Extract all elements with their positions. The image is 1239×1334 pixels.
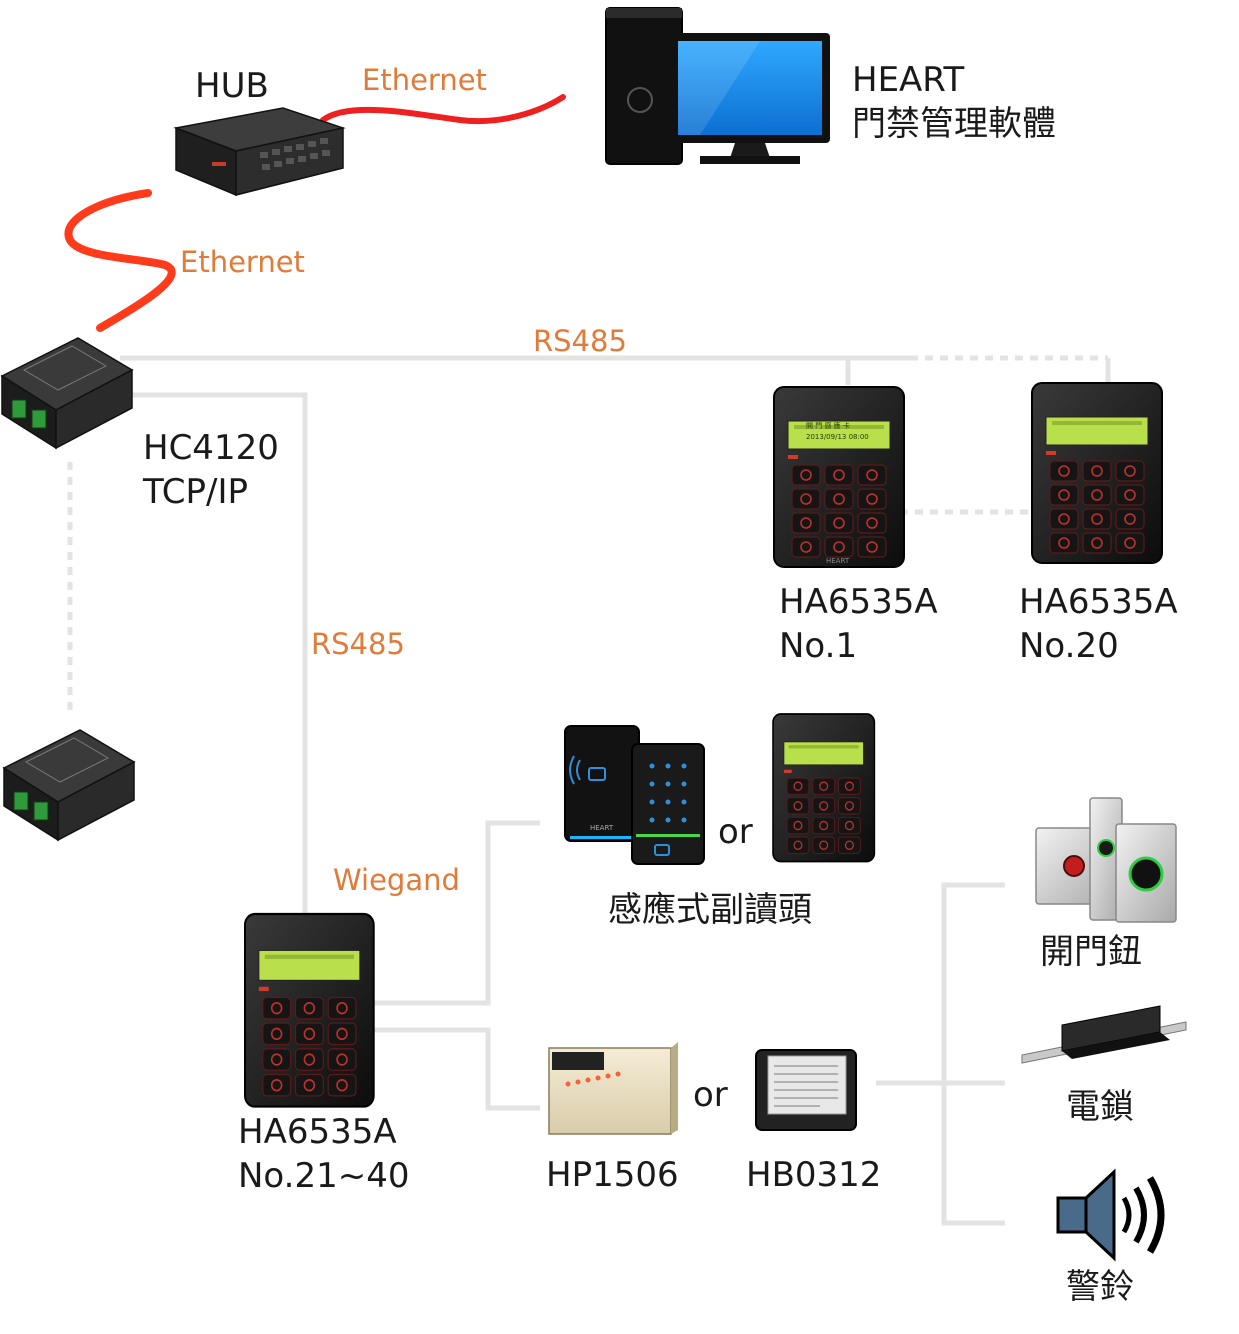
rs485-bus-lines	[120, 355, 1111, 915]
pc-workstation	[605, 7, 830, 165]
sub-reader-keypad	[772, 713, 876, 863]
reader-no1-model: HA6535A	[779, 582, 938, 622]
sub-reader-or: or	[718, 812, 753, 852]
reader-main-model: HA6535A	[238, 1112, 397, 1152]
rs485-dotted-lines	[67, 355, 1108, 712]
reader-ha6535a-no20	[1031, 382, 1163, 564]
reader-no20-number: No.20	[1019, 626, 1119, 666]
exit-button-label: 開門鈕	[1040, 932, 1142, 972]
lock-label: 電鎖	[1066, 1087, 1134, 1127]
ethernet-label-top: Ethernet	[362, 63, 487, 97]
wiegand-label: Wiegand	[333, 863, 460, 897]
controller-hc4120-secondary	[3, 729, 135, 841]
reader-main-number: No.21~40	[238, 1156, 410, 1196]
reader-no1-number: No.1	[779, 626, 858, 666]
reader-no1-label: HA6535A No.1	[779, 580, 938, 668]
power-left-label: HP1506	[546, 1155, 679, 1195]
controller-hc4120	[1, 337, 133, 449]
relay-box-hb0312	[755, 1049, 857, 1131]
reader-no20-label: HA6535A No.20	[1019, 580, 1178, 668]
pc-label-line1: HEART	[852, 60, 965, 100]
keypad-lcd-line2: 2013/09/13 08:00	[806, 433, 869, 441]
sub-reader-caption: 感應式副讀頭	[608, 890, 812, 930]
reader-no20-model: HA6535A	[1019, 582, 1178, 622]
power-right-label: HB0312	[746, 1155, 882, 1195]
pc-label-line2: 門禁管理軟體	[852, 104, 1056, 144]
power-or: or	[693, 1075, 728, 1115]
controller-label: HC4120 TCP/IP	[143, 426, 279, 514]
pc-label: HEART 門禁管理軟體	[852, 58, 1056, 146]
reader-ha6535a-main	[243, 912, 375, 1108]
alarm-speaker-icon	[1056, 1168, 1165, 1262]
reader-ha6535a-no1	[773, 386, 905, 568]
reader-main-label: HA6535A No.21~40	[238, 1110, 409, 1198]
ethernet-label-left: Ethernet	[180, 245, 305, 279]
rs485-label-top: RS485	[533, 324, 627, 358]
keypad-brand: HEART	[826, 557, 850, 565]
exit-buttons	[1035, 797, 1177, 923]
alarm-label: 警鈴	[1066, 1267, 1134, 1307]
ethernet-cable-top	[320, 94, 566, 125]
controller-label-line1: HC4120	[143, 428, 279, 468]
rs485-label-vertical: RS485	[311, 627, 405, 661]
power-supply-hp1506	[548, 1042, 678, 1135]
sub-reader-proximity	[564, 725, 705, 865]
hub-label: HUB	[195, 66, 269, 106]
device-brand: HEART	[590, 824, 614, 832]
keypad-lcd-line1: 開 門 感 應 卡	[806, 422, 850, 430]
network-hub	[173, 107, 346, 197]
wiegand-and-output-lines	[372, 820, 1005, 1226]
controller-label-line2: TCP/IP	[143, 472, 249, 512]
ethernet-cable-left	[64, 189, 176, 332]
electric-lock	[1021, 1005, 1187, 1064]
